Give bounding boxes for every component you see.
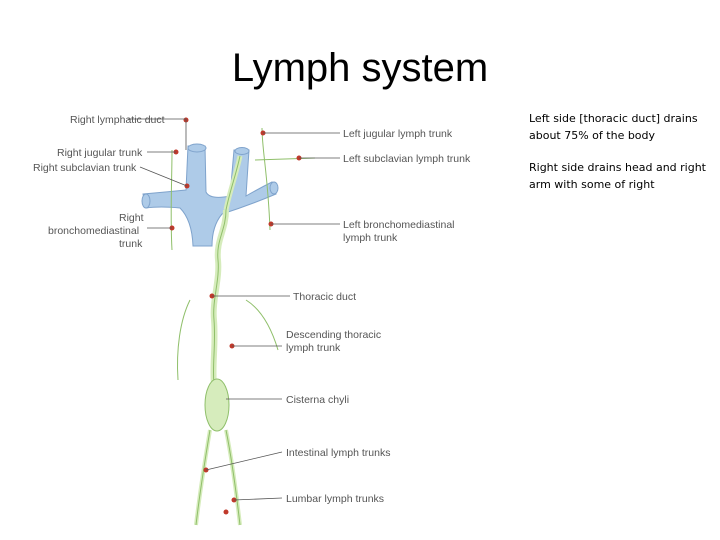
label-lumbar-trunks: Lumbar lymph trunks <box>286 493 384 505</box>
venous-vessels <box>141 143 279 247</box>
label-right-broncho-line1: Right <box>119 212 144 224</box>
label-right-broncho-line2: bronchomediastinal <box>48 225 139 237</box>
note-left-side: Left side [thoracic duct] drains about 7… <box>529 112 698 142</box>
label-left-broncho-line1: Left bronchomediastinal <box>343 219 455 231</box>
note-right-side: Right side drains head and right arm wit… <box>529 161 706 191</box>
notes-panel: Left side [thoracic duct] drains about 7… <box>529 111 709 209</box>
label-left-jugular: Left jugular lymph trunk <box>343 128 453 140</box>
label-right-lymphatic-duct: Right lymphatic duct <box>70 114 165 126</box>
label-right-subclavian-trunk: Right subclavian trunk <box>33 162 137 174</box>
cisterna-chyli-shape <box>204 378 230 432</box>
label-left-broncho-line2: lymph trunk <box>343 232 398 244</box>
label-cisterna-chyli: Cisterna chyli <box>286 394 349 406</box>
leader-lines <box>128 118 340 501</box>
label-intestinal-trunks: Intestinal lymph trunks <box>286 447 390 459</box>
label-left-subclavian: Left subclavian lymph trunk <box>343 153 471 165</box>
label-descending-line2: lymph trunk <box>286 342 341 354</box>
label-descending-line1: Descending thoracic <box>286 329 381 341</box>
label-thoracic-duct: Thoracic duct <box>293 291 356 303</box>
label-right-jugular-trunk: Right jugular trunk <box>57 147 143 159</box>
label-right-broncho-line3: trunk <box>119 238 143 250</box>
slide-title: Lymph system <box>231 46 489 90</box>
